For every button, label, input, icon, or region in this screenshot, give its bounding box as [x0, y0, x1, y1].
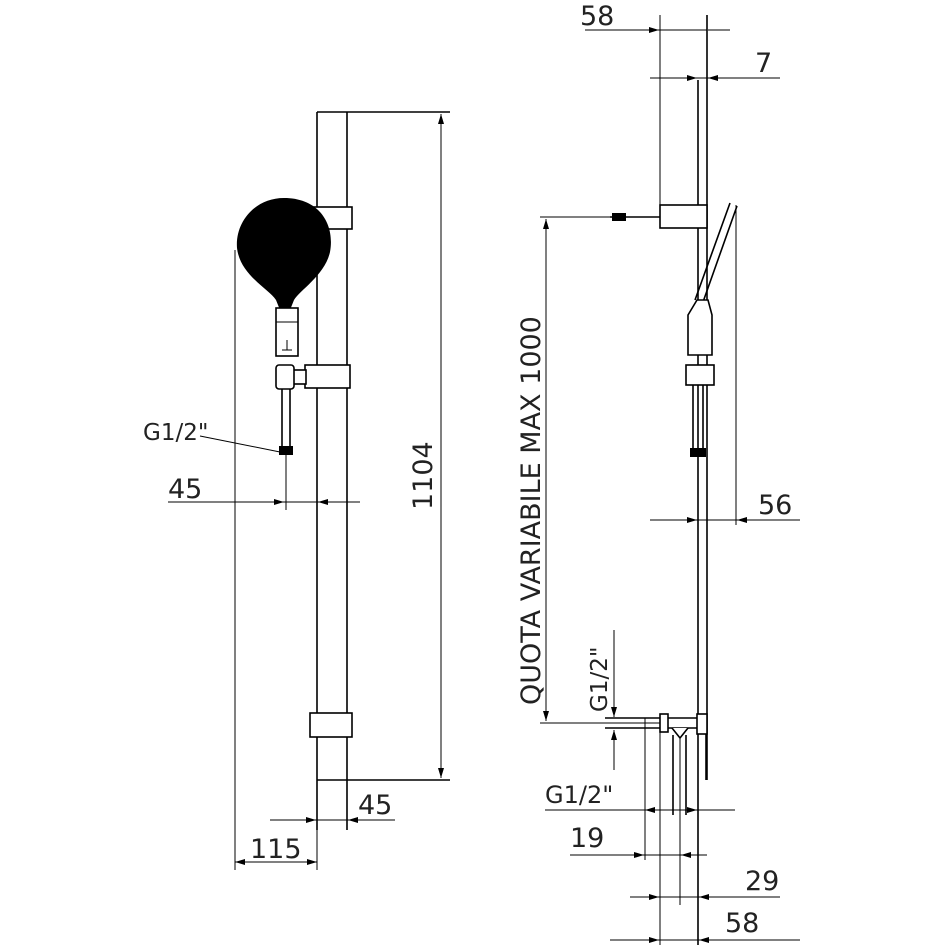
top-width-dimension-label: 58: [580, 1, 614, 32]
thread-label-left: G1/2": [143, 420, 208, 446]
projection-dimension-label: 56: [758, 490, 792, 521]
top-wall-bracket-side: [659, 204, 708, 229]
rail-depth-dimension-label: 7: [755, 48, 772, 79]
thread-leader-line: [199, 435, 281, 453]
bottom-width-dimension-label: 58: [725, 908, 759, 939]
variable-height-dimension-label: QUOTA VARIABILE MAX 1000: [516, 316, 547, 705]
width-dimension-label: 115: [250, 834, 302, 865]
thread-label-vertical: G1/2": [587, 647, 613, 712]
right-side-view: 58 7 56 QUOTA VARIABILE MAX 1000 G1/2": [516, 1, 800, 945]
hand-shower-side: [685, 202, 738, 457]
thread-label-bottom: G1/2": [545, 781, 613, 809]
offset-dimension-label: 45: [168, 474, 202, 505]
sliding-holder: [275, 364, 351, 390]
dim-29-label: 29: [745, 866, 779, 897]
rail-dimension-label: 45: [358, 790, 392, 821]
bottom-wall-bracket: [309, 712, 353, 738]
hose-connector: [279, 389, 293, 455]
wall-outlet-connector: [605, 713, 708, 815]
hand-shower-head: [236, 198, 331, 357]
left-front-view: 1104 G1/2" 45 115 45: [143, 111, 450, 870]
height-dimension-label: 1104: [408, 441, 439, 510]
dim-19-label: 19: [570, 823, 604, 854]
